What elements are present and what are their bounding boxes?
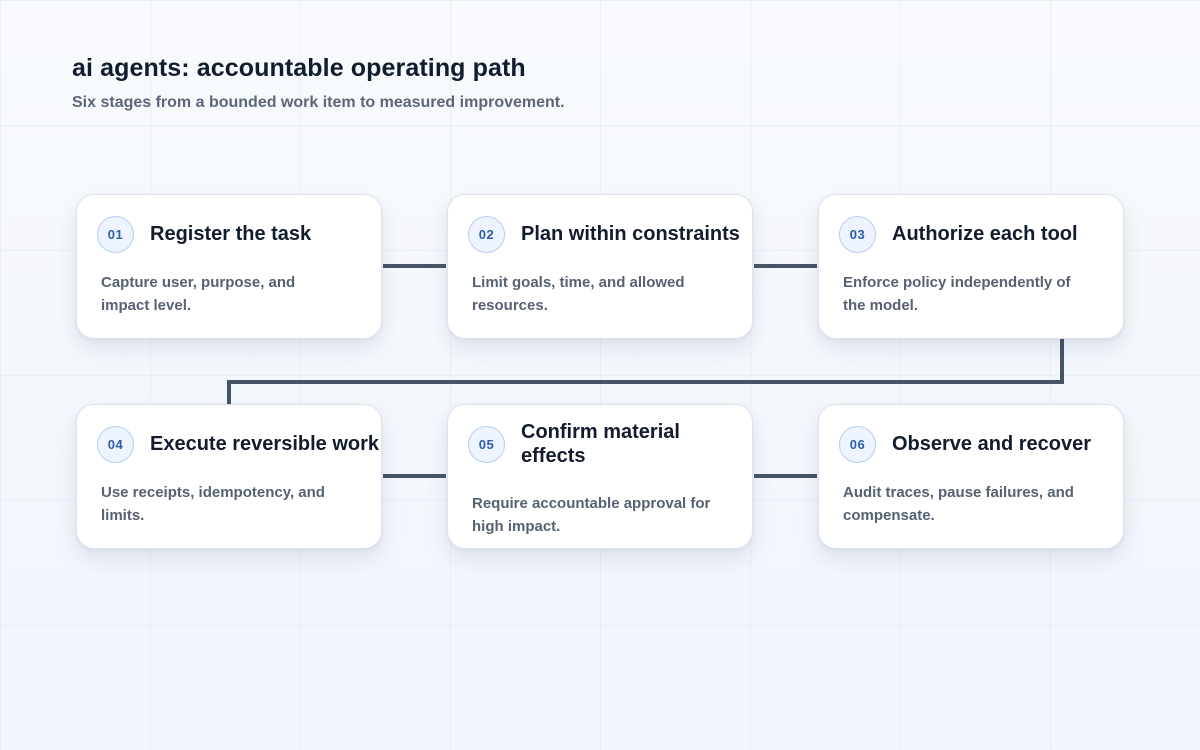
stage-description: Capture user, purpose, and impact level. [101,274,296,314]
stage-card-01: 01 Register the task Capture user, purpo… [76,194,382,339]
stage-card-03: 03 Authorize each tool Enforce policy in… [818,194,1124,339]
stage-title: Execute reversible work [150,433,380,455]
stage-title: Confirm material effects [521,421,680,467]
stage-card-02: 02 Plan within constraints Limit goals, … [447,194,753,339]
stage-description: Require accountable approval for high im… [472,495,711,535]
connector-03-04 [227,339,1064,404]
stage-number-badge: 05 [468,425,505,463]
stage-title: Plan within constraints [521,223,740,245]
stage-card-06: 06 Observe and recover Audit traces, pau… [818,404,1124,549]
stage-title: Observe and recover [892,433,1091,455]
stage-description: Limit goals, time, and allowed resources… [472,274,685,314]
stage-number-badge: 04 [97,425,134,463]
stage-title: Register the task [150,223,312,245]
stage-number-badge: 01 [97,215,134,253]
page-title: ai agents: accountable operating path [72,54,526,82]
stage-description: Audit traces, pause failures, and compen… [843,484,1074,524]
stage-number-badge: 03 [839,215,876,253]
stage-card-05: 05 Confirm material effects Require acco… [447,404,753,549]
diagram-header: ai agents: accountable operating path Si… [72,52,565,114]
stage-number-badge: 06 [839,425,876,463]
stage-number-badge: 02 [468,215,505,253]
page-subtitle: Six stages from a bounded work item to m… [72,94,565,111]
stage-title: Authorize each tool [892,223,1078,245]
stage-card-04: 04 Execute reversible work Use receipts,… [76,404,382,549]
stage-description: Enforce policy independently of the mode… [843,274,1071,314]
stage-description: Use receipts, idempotency, and limits. [101,484,325,524]
